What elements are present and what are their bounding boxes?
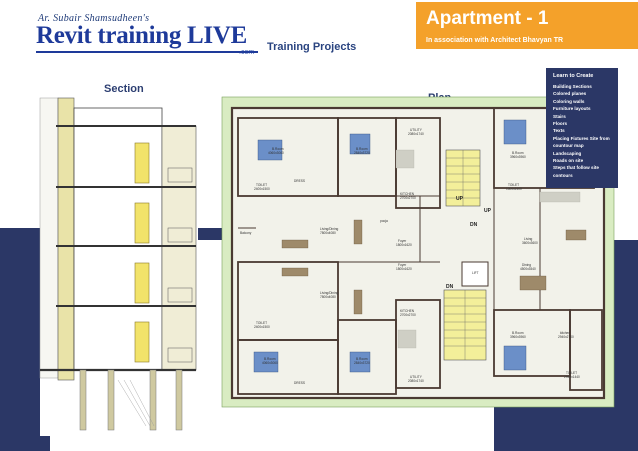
label-foyer-2-size: 1800x1620 <box>396 267 412 271</box>
label-toilet-4-size: 2940x1440 <box>564 375 580 379</box>
section-columns <box>79 369 183 431</box>
section-left-strip <box>39 97 59 379</box>
stair-upper <box>445 149 481 207</box>
navy-mid-block <box>195 228 223 240</box>
topic-item: Roads on site <box>553 158 584 164</box>
label-utility-1-size: 2080x1740 <box>408 132 424 136</box>
label-bedroom-2-size: 2840x3720 <box>354 151 370 155</box>
label-utility-1: UTILITY <box>410 128 423 132</box>
topic-item: Stairs <box>553 113 566 119</box>
label-bedroom-5: B.Room <box>512 151 524 155</box>
label-toilet-2: TOILET <box>256 321 267 325</box>
label-balcony: Balcony <box>240 231 252 235</box>
topic-item: Coloring walls <box>553 98 585 104</box>
topic-item: Placing Fixtures Site from countour map <box>553 135 610 149</box>
label-foyer-1-size: 1800x1620 <box>396 243 412 247</box>
navy-right-band <box>612 240 638 451</box>
label-toilet-3: TOILET <box>508 183 519 187</box>
door-level-3 <box>134 202 150 244</box>
label-bedroom-1: B.Room <box>272 147 284 151</box>
door-level-4 <box>134 142 150 184</box>
building-section <box>39 97 198 436</box>
lift-shaft <box>461 261 489 287</box>
topic-item: Furniture layouts <box>553 106 591 112</box>
header-subtitle: Training Projects <box>267 41 357 53</box>
label-dn-2: DN <box>470 222 478 228</box>
topic-item: Texts <box>553 128 565 134</box>
learning-topics-title: Learn to Create <box>553 73 594 79</box>
tiled-floor-patches <box>395 149 581 349</box>
label-toilet-3-size: 1500x2400 <box>506 187 522 191</box>
learning-topics-panel: Learn to Create Building Sections Colore… <box>546 68 618 188</box>
section-heading: Section <box>104 83 144 95</box>
author-name: Ar. Subair Shamsudheen's <box>38 13 150 24</box>
label-up-2: UP <box>484 208 492 214</box>
bed-furniture <box>253 119 527 373</box>
door-level-1 <box>134 321 150 363</box>
topic-item: Landscaping <box>553 150 582 156</box>
label-utility-2: UTILITY <box>410 375 423 379</box>
label-toilet-1-size: 2400x1500 <box>254 187 270 191</box>
label-living-2-size: 7800x4080 <box>320 295 336 299</box>
topic-item: Steps that follow site contours <box>553 165 599 178</box>
label-bedroom-3-size: 4060x3060 <box>262 361 278 365</box>
label-kitchen-1: KITCHEN <box>400 192 415 196</box>
living-furniture <box>281 219 587 315</box>
label-living-2: Living/Dining <box>320 291 338 295</box>
topic-item: Floors <box>553 121 568 127</box>
floor-plan: B.Room 4060x3060 B.Room 2840x3720 UTILIT… <box>221 96 615 408</box>
label-bedroom-5-size: 3960x3960 <box>510 155 526 159</box>
label-foyer-2: Foyer <box>398 263 407 267</box>
logo-underline <box>36 51 258 53</box>
label-kitchen-3: kitchen <box>560 331 570 335</box>
label-bedroom-4: B.Room <box>356 357 368 361</box>
label-dress-2: DRESS <box>294 381 305 385</box>
label-living-1-size: 7800x4080 <box>320 231 336 235</box>
balcony-railings <box>167 167 193 363</box>
stair-direction-labels: UP UP DN DN <box>446 196 492 290</box>
label-living-3-size: 3600x3600 <box>522 241 538 245</box>
label-kitchen-2-size: 2700x2700 <box>400 313 416 317</box>
label-kitchen-2: KITCHEN <box>400 309 415 313</box>
plan-room-labels: B.Room 4060x3060 B.Room 2840x3720 UTILIT… <box>240 128 580 385</box>
label-foyer-1: Foyer <box>398 239 407 243</box>
label-living-3: Living <box>524 237 533 241</box>
label-up-1: UP <box>456 196 464 202</box>
label-bedroom-3: B.Room <box>264 357 276 361</box>
project-title: Apartment - 1 <box>426 8 549 29</box>
plan-partitions <box>238 188 541 310</box>
label-dress-1: DRESS <box>294 179 305 183</box>
project-credit: In association with Architect Bhavyan TR <box>426 37 564 44</box>
door-level-2 <box>134 262 150 304</box>
label-utility-2-size: 2080x1740 <box>408 379 424 383</box>
label-kitchen-1-size: 2700x2700 <box>400 196 416 200</box>
label-toilet-2-size: 2400x1500 <box>254 325 270 329</box>
label-bedroom-4-size: 2840x3720 <box>354 361 370 365</box>
section-foundation-hatch <box>117 379 155 427</box>
topic-item: Colored planes <box>553 91 587 97</box>
label-toilet-1: TOILET <box>256 183 267 187</box>
learning-topics-list: Building Sections Colored planes Colorin… <box>553 83 613 179</box>
label-living-1: Living/Dining <box>320 227 338 231</box>
label-dining-3-size: 4500x3540 <box>520 267 536 271</box>
label-lift: LIFT <box>472 271 479 275</box>
label-bedroom-1-size: 4060x3060 <box>268 151 284 155</box>
stair-lower <box>443 289 487 361</box>
label-bedroom-6: B.Room <box>512 331 524 335</box>
site-logo[interactable]: Revit training LIVE <box>36 22 247 49</box>
label-bedroom-2: B.Room <box>356 147 368 151</box>
label-kitchen-3-size: 2940x2700 <box>558 335 574 339</box>
topic-item: Building Sections <box>553 84 592 89</box>
label-dining-3: Dining <box>522 263 531 267</box>
label-pooja-1: pooja <box>380 219 388 223</box>
section-shaft <box>57 97 75 381</box>
label-toilet-4: TOILET <box>566 371 577 375</box>
label-bedroom-6-size: 3960x3960 <box>510 335 526 339</box>
section-balcony-column <box>161 125 197 371</box>
project-banner: Apartment - 1 In association with Archit… <box>416 2 638 49</box>
label-dn-1: DN <box>446 284 454 290</box>
building-slab <box>230 106 606 400</box>
